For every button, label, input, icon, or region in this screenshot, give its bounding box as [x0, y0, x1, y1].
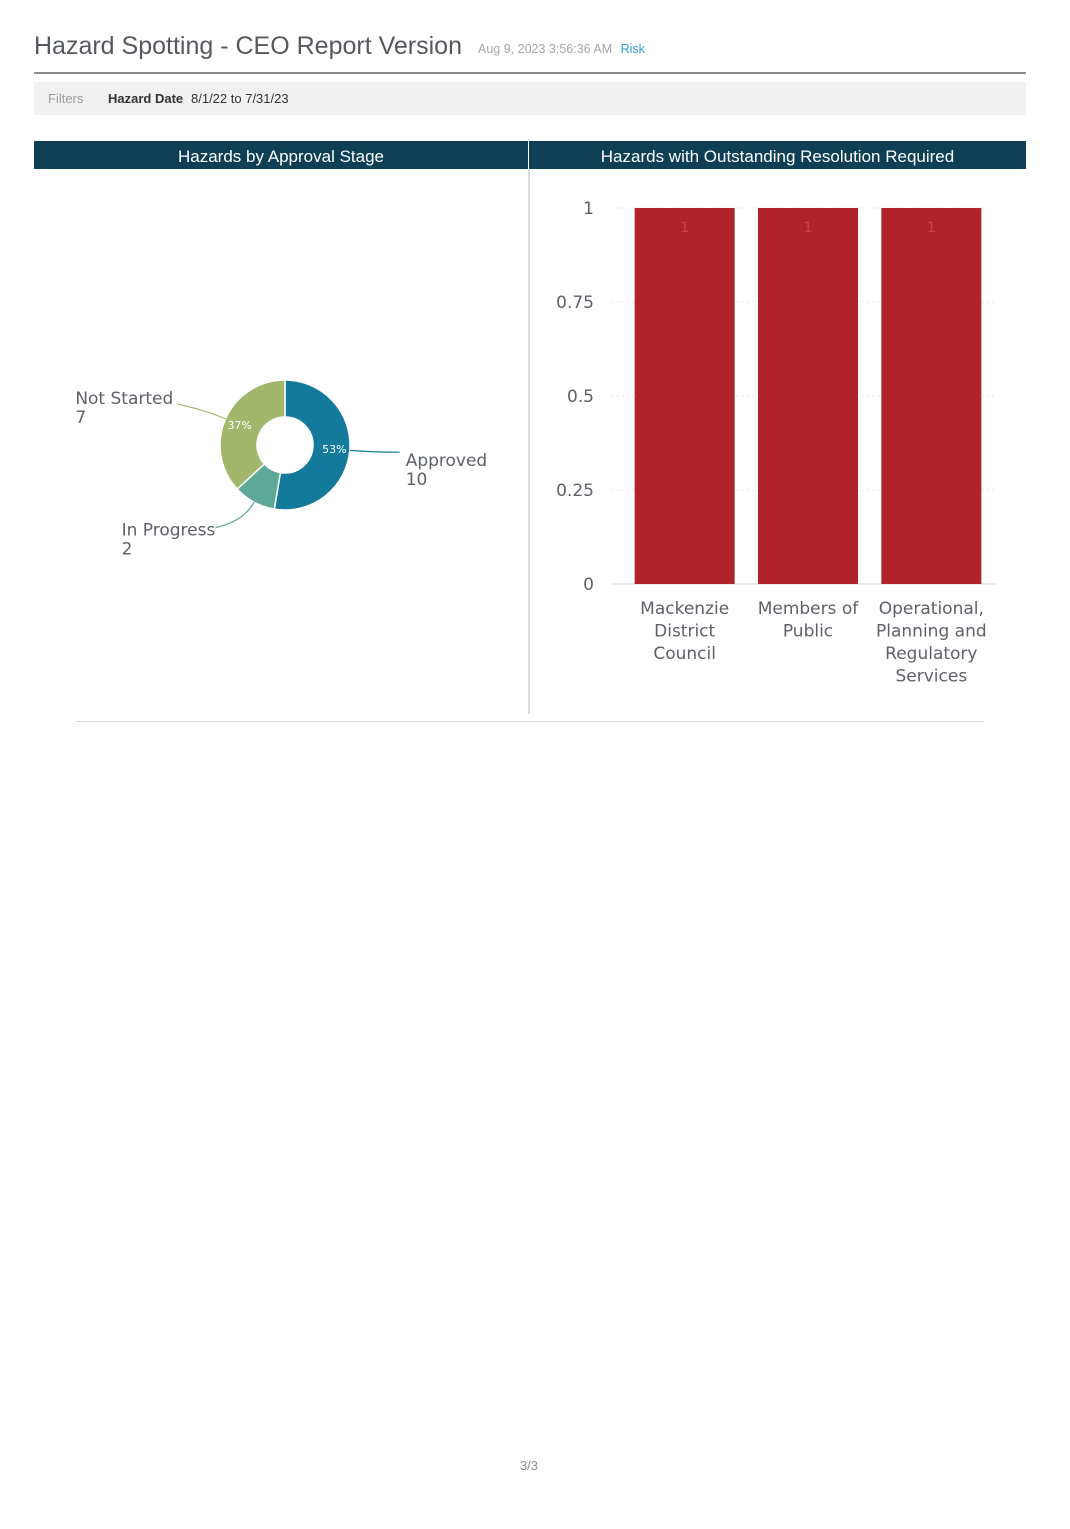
- donut-value-not-started: 7: [75, 408, 86, 428]
- donut-leader-in-progress: [215, 501, 255, 529]
- bar-ytick-0-75: 0.75: [556, 293, 594, 313]
- donut-label-approved: Approved: [406, 451, 488, 471]
- donut-value-in-progress: 2: [122, 540, 133, 560]
- donut-label-not-started: Not Started: [75, 389, 173, 409]
- donut-panel-title: Hazards by Approval Stage: [34, 141, 528, 169]
- donut-slice-approved: [273, 379, 351, 511]
- bar-ytick-0-25: 0.25: [556, 481, 594, 501]
- panel-divider: [528, 169, 530, 714]
- bar-ytick-0-5: 0.5: [567, 387, 594, 407]
- report-title: Hazard Spotting - CEO Report Version: [34, 32, 462, 60]
- report-header: Hazard Spotting - CEO Report Version Aug…: [34, 30, 1026, 74]
- donut-percent-not-started: 37%: [227, 419, 251, 432]
- filters-bar: Filters Hazard Date 8/1/22 to 7/31/23: [34, 82, 1026, 115]
- bar-category-label-3-3: Regulatory: [885, 644, 977, 664]
- bar-data-label-2: 1: [804, 220, 813, 236]
- bar-3: [881, 208, 982, 584]
- risk-link[interactable]: Risk: [620, 42, 645, 56]
- report-meta: Aug 9, 2023 3:56:36 AM Risk: [478, 42, 645, 56]
- filter-value: 8/1/22 to 7/31/23: [191, 91, 289, 106]
- bar-ytick-0: 0: [583, 575, 594, 595]
- bar-data-label-3: 1: [927, 220, 936, 236]
- page-number: 3/3: [519, 1458, 539, 1473]
- bar-1: [634, 208, 735, 584]
- bar-ytick-1: 1: [583, 199, 594, 219]
- bar-panel-title: Hazards with Outstanding Resolution Requ…: [529, 141, 1026, 169]
- bar-category-label-3-2: Planning and: [876, 622, 987, 642]
- donut-leader-approved: [349, 449, 400, 453]
- filters-label: Filters: [48, 91, 84, 106]
- donut-slice-not-started: [219, 379, 286, 491]
- donut-label-in-progress: In Progress: [122, 521, 216, 541]
- donut-value-approved: 10: [406, 470, 428, 490]
- donut-percent-approved: 53%: [322, 443, 346, 456]
- bar-category-label-1-3: Council: [653, 644, 716, 664]
- section-divider: [76, 721, 984, 722]
- bar-category-label-2-2: Public: [783, 622, 833, 642]
- bar-category-label-1-1: Mackenzie: [640, 599, 729, 619]
- bar-category-label-2-1: Members of: [758, 599, 860, 619]
- bar-data-label-1: 1: [680, 220, 689, 236]
- bar-category-label-3-1: Operational,: [879, 599, 984, 619]
- report-timestamp: Aug 9, 2023 3:56:36 AM: [478, 42, 613, 56]
- bar-2: [758, 208, 858, 584]
- donut-leader-not-started: [177, 403, 226, 420]
- filter-name: Hazard Date: [108, 91, 184, 106]
- bar-category-label-3-4: Services: [895, 667, 967, 687]
- bar-category-label-1-2: District: [654, 622, 715, 642]
